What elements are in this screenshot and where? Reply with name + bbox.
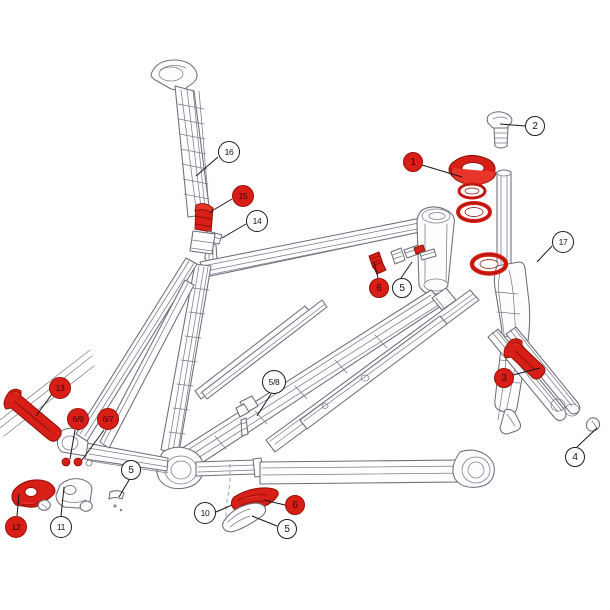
headset-bolt-part [486,111,513,149]
headset-parts [448,155,509,276]
callout-bubble-6[interactable]: 6 [369,278,389,298]
callout-bubble-5[interactable]: 5 [277,519,297,539]
seattube-cable-ports [368,244,437,275]
callout-bubble-15[interactable]: 15 [232,185,254,207]
callout-bubble-5-8[interactable]: 5/8 [262,370,286,394]
callout-leader-lines [16,123,598,527]
callout-bubble-4[interactable]: 4 [565,447,585,467]
seatpost-part [150,59,211,218]
callout-bubble-17[interactable]: 17 [552,231,574,253]
callout-bubble-5[interactable]: 5 [392,278,412,298]
callout-bubble-6[interactable]: 6 [285,495,305,515]
callout-bubble-1[interactable]: 1 [403,152,423,172]
frame-rear-right [259,287,495,488]
downtube-cable-port [235,395,259,437]
callout-bubble-10[interactable]: 10 [194,502,216,524]
callout-bubble-12[interactable]: 12 [5,516,27,538]
callout-bubble-5[interactable]: 5 [121,460,141,480]
callout-bubble-3[interactable]: 3 [494,368,514,388]
front-thru-axle-part [3,388,62,442]
callout-bubble-6-7[interactable]: 6/7 [97,408,119,430]
callout-bubble-6-9[interactable]: 6/9 [67,408,89,430]
seatstay-port-set [61,457,93,467]
seatpost-shim-part [194,203,214,233]
derailleur-hanger-part [11,478,93,512]
callout-bubble-2[interactable]: 2 [525,116,545,136]
callout-bubble-11[interactable]: 11 [50,516,72,538]
callout-bubble-16[interactable]: 16 [218,141,240,163]
callout-bubble-13[interactable]: 13 [49,377,71,399]
callout-bubble-14[interactable]: 14 [246,210,268,232]
